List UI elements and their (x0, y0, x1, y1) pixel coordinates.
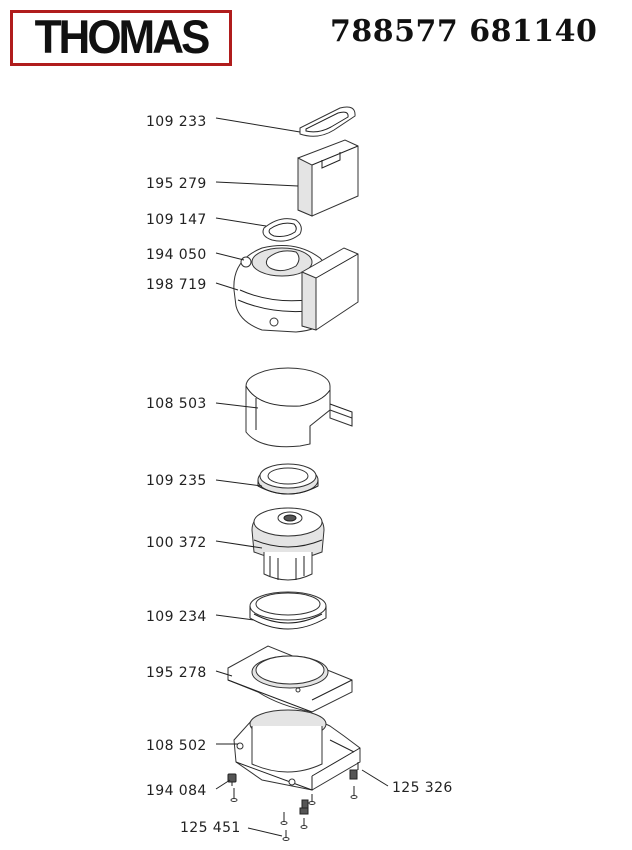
screw-icon (282, 830, 290, 841)
part-base-housing-108-502 (233, 709, 361, 791)
screw-icon (280, 812, 288, 825)
part-band-108-503 (245, 367, 353, 448)
part-label-108-503: 108 503 (146, 396, 207, 412)
part-label-109-235: 109 235 (146, 473, 207, 489)
part-label-198-719: 198 719 (146, 277, 207, 293)
part-housing-cover-198-719 (233, 245, 359, 333)
screw-icon (308, 794, 316, 805)
part-label-109-233: 109 233 (146, 114, 207, 130)
part-label-100-372: 100 372 (146, 535, 207, 551)
part-seal-ring-109-235 (257, 463, 319, 495)
part-ring-109-147 (262, 218, 302, 242)
screw-icon (350, 786, 358, 799)
part-ring-109-234 (249, 591, 327, 630)
part-label-194-050: 194 050 (146, 247, 207, 263)
screw-icon (300, 818, 308, 829)
part-filter-frame-195-279 (297, 139, 359, 217)
logo-wordmark: THOMAS (34, 11, 211, 64)
screw-icon (299, 799, 309, 815)
part-motor-100-372 (251, 507, 325, 581)
part-label-125-326: 125 326 (392, 780, 453, 796)
part-label-109-147: 109 147 (146, 212, 207, 228)
part-label-125-451: 125 451 (180, 820, 241, 836)
screw-icon (349, 769, 358, 780)
part-label-195-278: 195 278 (146, 665, 207, 681)
screw-icon (230, 788, 238, 802)
part-label-109-234: 109 234 (146, 609, 207, 625)
part-label-108-502: 108 502 (146, 738, 207, 754)
thomas-logo: THOMAS (10, 10, 232, 66)
part-gasket-109-233 (299, 106, 356, 137)
document-code: 788577 681140 (330, 14, 598, 49)
screws-group (227, 762, 359, 841)
part-plate-195-278 (227, 645, 353, 713)
part-label-194-084: 194 084 (146, 783, 207, 799)
part-label-195-279: 195 279 (146, 176, 207, 192)
leader-lines (215, 117, 389, 837)
